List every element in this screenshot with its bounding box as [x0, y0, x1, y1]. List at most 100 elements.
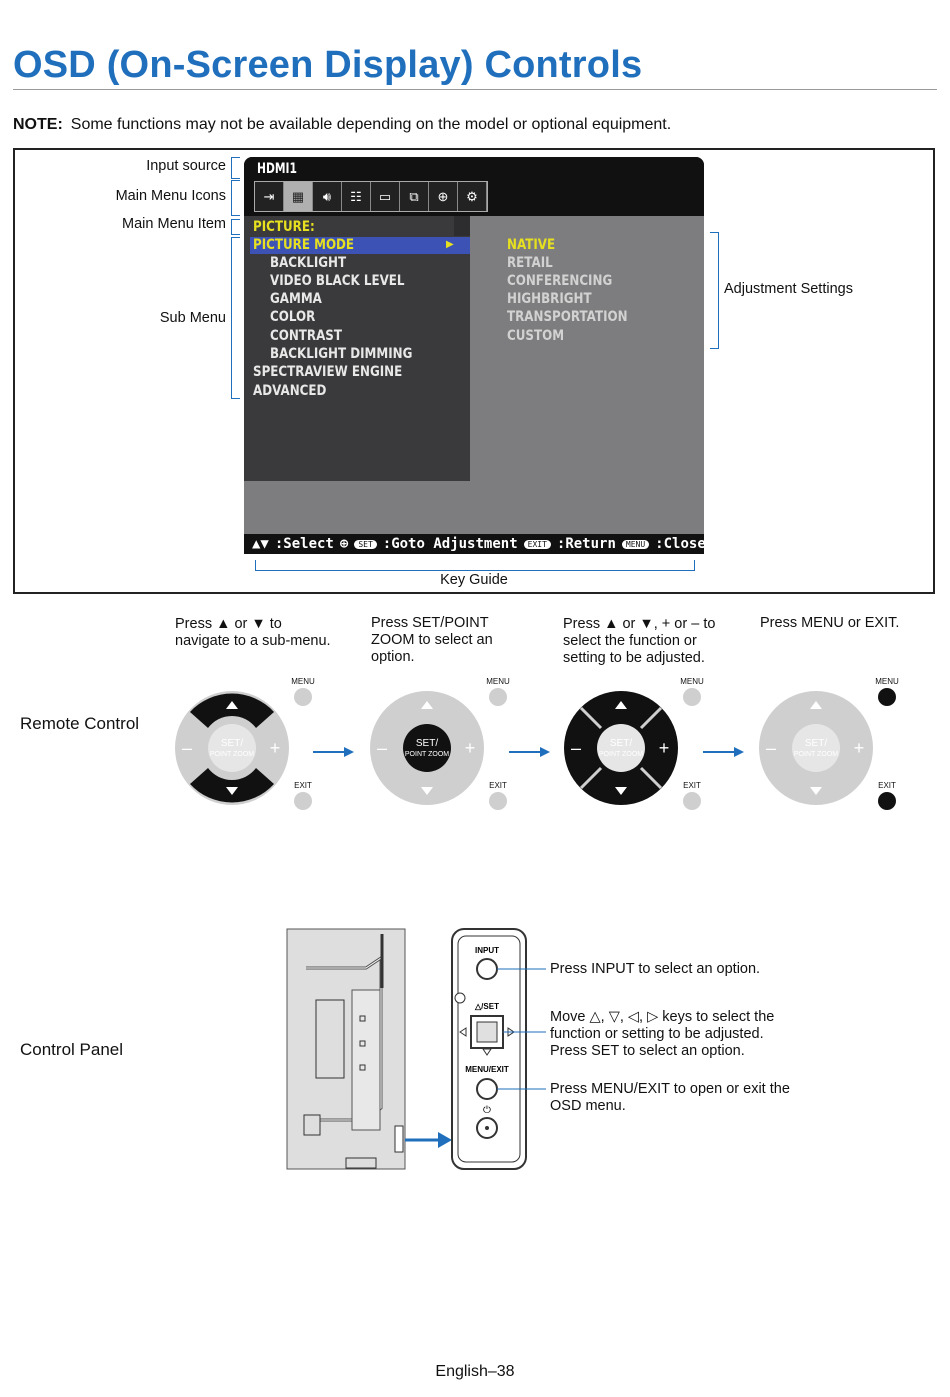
schedule-icon[interactable]: ☷ — [342, 182, 371, 211]
menu-button[interactable] — [489, 688, 507, 706]
menu-label: MENU — [875, 677, 899, 686]
adj-transportation[interactable]: TRANSPORTATION — [507, 309, 628, 325]
adj-custom[interactable]: CUSTOM — [507, 328, 565, 344]
guide-select: :Select — [274, 536, 334, 552]
exit-button[interactable] — [878, 792, 896, 810]
callout-input-source: Input source — [146, 158, 226, 174]
exit-button[interactable] — [294, 792, 312, 810]
osd-item-color[interactable]: COLOR — [270, 309, 316, 325]
title-divider — [13, 89, 937, 90]
panel-move-line-2: function or setting to be adjusted. — [550, 1026, 764, 1042]
guide-close: :Close — [655, 536, 704, 552]
menu-button[interactable] — [294, 688, 312, 706]
panel-input-text: Press INPUT to select an option. — [550, 961, 761, 977]
callout-main-menu-item: Main Menu Item — [122, 216, 226, 232]
callout-key-guide: Key Guide — [440, 572, 508, 588]
osd-item-advanced[interactable]: ADVANCED — [253, 383, 327, 399]
osd-item-backlight-dimming[interactable]: BACKLIGHT DIMMING — [270, 346, 413, 362]
bracket-sub-menu — [231, 237, 240, 399]
page-title: OSD (On-Screen Display) Controls — [13, 44, 643, 86]
exit-button[interactable] — [489, 792, 507, 810]
panel-set-label: △/SET — [474, 1002, 499, 1011]
note: NOTE:Some functions may not be available… — [13, 116, 671, 134]
adj-conferencing[interactable]: CONFERENCING — [507, 273, 613, 289]
osd-item-contrast[interactable]: CONTRAST — [270, 328, 342, 344]
menu-button[interactable] — [878, 688, 896, 706]
set-label: SET/ — [610, 738, 632, 749]
osd-diagram-frame — [13, 148, 935, 594]
exit-button[interactable] — [683, 792, 701, 810]
exit-pill: EXIT — [523, 539, 551, 549]
exit-label: EXIT — [489, 781, 507, 790]
adj-retail[interactable]: RETAIL — [507, 255, 553, 271]
menu-label: MENU — [291, 677, 315, 686]
osd-item-spectraview-engine[interactable]: SPECTRAVIEW ENGINE — [253, 364, 403, 380]
page-footer: English–38 — [435, 1363, 515, 1380]
exit-label: EXIT — [683, 781, 701, 790]
minus-label: – — [377, 738, 387, 758]
osd-item-picture-mode[interactable]: PICTURE MODE — [253, 237, 355, 253]
osd-adjustment-panel — [470, 216, 704, 481]
point-zoom-label: POINT ZOOM — [210, 751, 254, 758]
osd-menu-panel — [250, 216, 470, 481]
panel-move-line-1: Move △, ▽, ◁, ▷ keys to select the — [550, 1009, 775, 1025]
minus-label: – — [571, 738, 581, 758]
minus-label: – — [182, 738, 192, 758]
callout-adjustment-settings: Adjustment Settings — [724, 281, 853, 297]
multi-input-icon[interactable]: ⧉ — [400, 182, 429, 211]
menu-label: MENU — [680, 677, 704, 686]
remote-step-3-text: Press ▲ or ▼, + or – to select the funct… — [563, 616, 716, 666]
plus-label: + — [854, 738, 865, 758]
osd-selection-bar — [250, 237, 470, 254]
osd-item-gamma[interactable]: GAMMA — [270, 291, 322, 307]
down-button[interactable] — [190, 768, 274, 803]
remote-control-label: Remote Control — [20, 714, 140, 733]
panel-menu-exit-button[interactable] — [476, 1078, 498, 1100]
down-triangle-icon — [482, 1048, 492, 1056]
plus-label: + — [465, 738, 476, 758]
adj-highbright[interactable]: HIGHBRIGHT — [507, 291, 592, 307]
menu-label: MENU — [486, 677, 510, 686]
panel-menu-text: Press MENU/EXIT to open or exit the OSD … — [550, 1081, 790, 1115]
osd-input-source: HDMI1 — [257, 161, 297, 177]
adj-native[interactable]: NATIVE — [507, 237, 556, 253]
display-icon[interactable]: ▭ — [371, 182, 400, 211]
point-zoom-label: POINT ZOOM — [794, 751, 838, 758]
osd-item-backlight[interactable]: BACKLIGHT — [270, 255, 347, 271]
picture-icon[interactable]: ▦ — [284, 182, 313, 211]
set-button[interactable] — [403, 724, 451, 772]
osd-panel-notch — [454, 216, 470, 236]
power-icon: ⏻ — [483, 1105, 491, 1116]
remote-step-2-text: Press SET/POINT ZOOM to select an option… — [371, 615, 493, 665]
arrow-2 — [509, 747, 550, 757]
control-panel-zoom: INPUT △/SET MENU/EXIT ⏻ — [451, 928, 527, 1170]
panel-menu-line-1: Press MENU/EXIT to open or exit the — [550, 1081, 790, 1097]
note-text: Some functions may not be available depe… — [70, 116, 672, 133]
up-down-icon: ▲▼ — [252, 536, 269, 552]
panel-menu-line-2: OSD menu. — [550, 1098, 626, 1114]
audio-icon[interactable]: 🔊︎ — [313, 182, 342, 211]
panel-input-button[interactable] — [476, 958, 498, 980]
remote-step-1-text: Press ▲ or ▼ to navigate to a sub-menu. — [175, 616, 331, 649]
menu-pill: MENU — [621, 539, 650, 549]
up-button[interactable] — [190, 693, 274, 728]
exit-label: EXIT — [294, 781, 312, 790]
plus-label: + — [270, 738, 281, 758]
callout-sub-menu: Sub Menu — [159, 310, 226, 326]
system-icon[interactable]: ⚙ — [458, 182, 487, 211]
bracket-key-guide — [255, 560, 695, 571]
arrow-3 — [703, 747, 744, 757]
plus-circle-icon: ⊕ — [339, 536, 349, 552]
remote-dpad-4: SET/ POINT ZOOM – + MENU EXIT — [759, 677, 899, 810]
set-label: SET/ — [416, 738, 438, 749]
submenu-arrow-icon: ▶ — [446, 239, 454, 250]
guide-goto: :Goto Adjustment — [382, 536, 518, 552]
menu-button[interactable] — [683, 688, 701, 706]
osd-main-item: PICTURE: — [253, 219, 315, 235]
protect-icon[interactable]: ⊕ — [429, 182, 458, 211]
input-icon[interactable]: ⇥ — [255, 182, 284, 211]
remote-control-steps-graphic: SET/ POINT ZOOM – + MENU EXIT SET/ POINT… — [175, 677, 899, 810]
osd-item-video-black-level[interactable]: VIDEO BLACK LEVEL — [270, 273, 405, 289]
panel-move-text: Move △, ▽, ◁, ▷ keys to select the funct… — [550, 1009, 774, 1060]
remote-dpad-2: SET/ POINT ZOOM – + MENU EXIT — [370, 677, 510, 810]
